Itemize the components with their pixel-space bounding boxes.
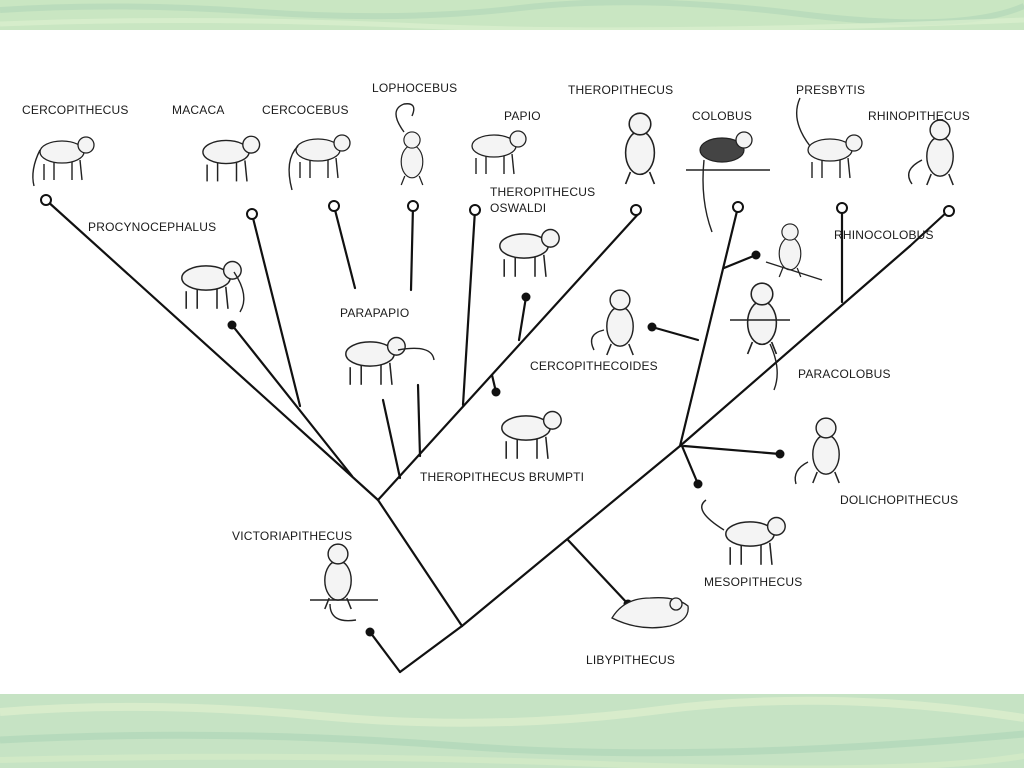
- label-theropithecus-oswaldi-line2: OSWALDI: [490, 201, 546, 215]
- monkey-illustration-icon: [908, 119, 954, 186]
- fossil-genus-marker-icon: [365, 627, 375, 637]
- branch-mesopithecus: [680, 444, 700, 486]
- monkey-illustration-icon: [395, 103, 424, 186]
- label-theropithecus-brumpti: THEROPITHECUS BRUMPTI: [420, 470, 584, 484]
- label-theropithecus: THEROPITHECUS: [568, 83, 673, 97]
- branch-parapapio-a: [381, 398, 402, 480]
- monkey-illustration-icon: [202, 135, 261, 183]
- branch-colobine-trunk: [460, 444, 682, 628]
- living-genus-marker-icon: [630, 204, 642, 216]
- fossil-genus-marker-icon: [693, 479, 703, 489]
- branch-lophocebus: [409, 204, 415, 292]
- monkey-illustration-icon: [794, 417, 840, 485]
- label-cercopithecoides: CERCOPITHECOIDES: [530, 359, 658, 373]
- fossil-genus-marker-icon: [521, 292, 531, 302]
- label-colobus: COLOBUS: [692, 109, 752, 123]
- monkey-illustrations: [32, 97, 954, 629]
- monkey-illustration-icon: [590, 289, 634, 356]
- living-genus-marker-icon: [246, 208, 258, 220]
- label-papio: PAPIO: [504, 109, 541, 123]
- label-parapapio: PARAPAPIO: [340, 306, 409, 320]
- branch-cercopithecus: [44, 198, 380, 502]
- fossil-genus-marker-icon: [751, 250, 761, 260]
- background-band-top: [0, 0, 1024, 30]
- branch-trunk: [398, 624, 464, 674]
- label-rhinocolobus: RHINOCOLOBUS: [834, 228, 934, 242]
- living-genus-marker-icon: [469, 204, 481, 216]
- fossil-genus-marker-icon: [491, 387, 501, 397]
- monkey-illustration-icon: [686, 131, 770, 233]
- label-macaca: MACACA: [172, 103, 225, 117]
- branch-colobine-upper: [678, 244, 912, 448]
- fossil-genus-marker-icon: [775, 449, 785, 459]
- living-genus-marker-icon: [732, 201, 744, 213]
- label-presbytis: PRESBYTIS: [796, 83, 865, 97]
- monkey-illustration-icon: [611, 597, 689, 629]
- label-paracolobus: PARACOLOBUS: [798, 367, 891, 381]
- monkey-illustration-icon: [499, 228, 560, 278]
- living-genus-marker-icon: [328, 200, 340, 212]
- label-cercocebus: CERCOCEBUS: [262, 103, 349, 117]
- branch-cercopithecoides: [650, 325, 700, 342]
- background-band-bottom: [0, 694, 1024, 768]
- monkey-illustration-icon: [624, 112, 656, 185]
- label-cercopithecus: CERCOPITHECUS: [22, 103, 129, 117]
- branch-papionin-stem: [376, 498, 464, 628]
- monkey-illustration-icon: [32, 136, 95, 187]
- monkey-illustration-icon: [796, 97, 863, 179]
- branch-procynocephalus: [230, 323, 354, 478]
- texture-top: [0, 0, 1024, 30]
- living-genus-marker-icon: [407, 200, 419, 212]
- label-procynocephalus: PROCYNOCEPHALUS: [88, 220, 216, 234]
- monkey-illustration-icon: [471, 130, 527, 175]
- label-libypithecus: LIBYPITHECUS: [586, 653, 675, 667]
- branch-colobus: [678, 205, 740, 448]
- branch-libypithecus: [566, 538, 630, 606]
- label-lophocebus: LOPHOCEBUS: [372, 81, 457, 95]
- living-genus-marker-icon: [836, 202, 848, 214]
- living-genus-marker-icon: [943, 205, 955, 217]
- texture-bottom: [0, 694, 1024, 768]
- branch-macaca: [250, 212, 302, 408]
- genus-labels: CERCOPITHECUS MACACA CERCOCEBUS LOPHOCEB…: [22, 81, 970, 667]
- monkey-illustration-icon: [730, 282, 790, 391]
- label-mesopithecus: MESOPITHECUS: [704, 575, 802, 589]
- label-dolichopithecus: DOLICHOPITHECUS: [840, 493, 958, 507]
- monkey-illustration-icon: [701, 499, 786, 566]
- monkey-illustration-icon: [310, 543, 378, 622]
- monkey-illustration-icon: [345, 336, 435, 386]
- branch-dolichopithecus: [682, 444, 782, 456]
- branch-parapapio-b: [416, 383, 422, 458]
- branch-papio: [461, 208, 477, 407]
- branch-root: [368, 630, 402, 674]
- branch-rhinocolobus: [722, 253, 758, 270]
- branch-oswaldi: [517, 295, 528, 342]
- monkey-illustration-icon: [181, 260, 245, 313]
- monkey-illustration-icon: [288, 134, 351, 191]
- monkey-illustration-icon: [501, 410, 562, 460]
- diagram-panel: CERCOPITHECUS MACACA CERCOCEBUS LOPHOCEB…: [0, 30, 1024, 694]
- tip-markers: [40, 194, 955, 637]
- tree-branches: [44, 198, 950, 674]
- label-theropithecus-oswaldi-line1: THEROPITHECUS: [490, 185, 595, 199]
- fossil-genus-marker-icon: [227, 320, 237, 330]
- phylogeny-diagram: CERCOPITHECUS MACACA CERCOCEBUS LOPHOCEB…: [22, 81, 970, 674]
- living-genus-marker-icon: [40, 194, 52, 206]
- branch-papionin-upper: [376, 210, 642, 502]
- monkey-illustration-icon: [765, 223, 823, 281]
- fossil-genus-marker-icon: [647, 322, 657, 332]
- branch-cercocebus: [332, 204, 357, 290]
- label-victoriapithecus: VICTORIAPITHECUS: [232, 529, 352, 543]
- branch-rhinopithecus: [908, 209, 950, 248]
- label-rhinopithecus: RHINOPITHECUS: [868, 109, 970, 123]
